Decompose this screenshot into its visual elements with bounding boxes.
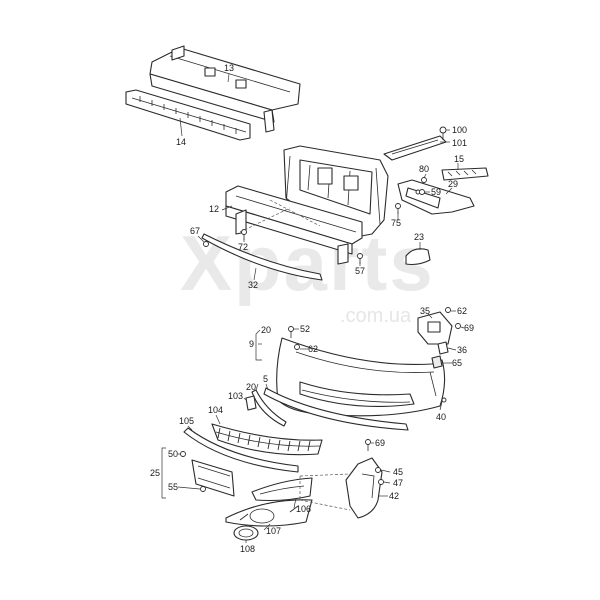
- part-45-screw: [375, 467, 381, 473]
- part-47-screw: [378, 479, 384, 485]
- callout-101: 101: [452, 138, 467, 148]
- callout-42: 42: [389, 491, 399, 501]
- callout-59: 59: [431, 187, 441, 197]
- callout-29: 29: [448, 179, 458, 189]
- callout-100: 100: [452, 125, 467, 135]
- part-59-screw: [419, 189, 425, 195]
- callout-75: 75: [391, 218, 401, 228]
- callout-20-lower: 20: [246, 382, 256, 392]
- callout-62-right: 62: [457, 306, 467, 316]
- callout-105: 105: [179, 416, 194, 426]
- part-57-screw: [357, 253, 363, 264]
- callout-69-upper: 69: [464, 323, 474, 333]
- part-52-screw: [288, 326, 294, 338]
- part-72-screw: [241, 229, 247, 240]
- callout-47: 47: [393, 478, 403, 488]
- part-42-side-bracket: [345, 457, 383, 519]
- callout-57: 57: [355, 266, 365, 276]
- leader-lines: [161, 73, 465, 543]
- part-101-bracket: [383, 135, 447, 161]
- part-20-trim-strip: [251, 389, 287, 427]
- callout-5: 5: [263, 374, 268, 384]
- callout-72: 72: [238, 242, 248, 252]
- callout-69-lower: 69: [375, 438, 385, 448]
- part-25-license-plate-bracket: [191, 459, 235, 497]
- callout-65: 65: [452, 358, 462, 368]
- part-50-screw: [180, 451, 186, 457]
- part-80-clip: [421, 177, 427, 183]
- part-105-molding: [183, 427, 299, 473]
- part-106-fog-lamp-cover: [251, 477, 313, 502]
- callout-50: 50: [168, 449, 178, 459]
- callout-67: 67: [190, 226, 200, 236]
- callout-106: 106: [296, 504, 311, 514]
- callout-62-left: 62: [308, 344, 318, 354]
- part-36-clip: [437, 341, 449, 355]
- callout-36: 36: [457, 345, 467, 355]
- callout-104: 104: [208, 405, 223, 415]
- part-23-cap: [405, 248, 431, 266]
- part-35-side-guide: [417, 311, 453, 345]
- part-14-energy-absorber: [125, 89, 251, 141]
- callout-15: 15: [454, 154, 464, 164]
- callout-35: 35: [420, 306, 430, 316]
- callout-12: 12: [209, 204, 219, 214]
- part-65-clip: [431, 355, 443, 369]
- part-12-radiator-support: [225, 145, 389, 265]
- callout-80: 80: [419, 164, 429, 174]
- callout-25: 25: [150, 468, 160, 478]
- callout-9: 9: [249, 339, 254, 349]
- part-108-fog-lamp: [233, 525, 259, 541]
- part-15-guide-bracket: [441, 167, 489, 181]
- part-103-clip: [245, 395, 257, 411]
- part-69-screw-lower: [365, 439, 371, 451]
- callout-40: 40: [436, 412, 446, 422]
- part-55-screw: [200, 486, 206, 492]
- callout-107: 107: [266, 526, 281, 536]
- callout-108: 108: [240, 544, 255, 554]
- part-107-fog-lamp-trim: [225, 499, 313, 527]
- callout-13: 13: [224, 63, 234, 73]
- part-29-side-bracket: [397, 179, 475, 215]
- part-67-screw: [203, 241, 209, 247]
- part-69-screw-upper: [455, 323, 461, 329]
- part-62-screw-right: [445, 307, 451, 313]
- callout-103: 103: [228, 391, 243, 401]
- callout-32: 32: [248, 280, 258, 290]
- callout-55: 55: [168, 482, 178, 492]
- part-62-screw-left: [294, 344, 300, 350]
- part-104-lower-grille: [211, 423, 323, 456]
- part-5-lower-spoiler: [263, 387, 409, 431]
- callout-14: 14: [176, 137, 186, 147]
- part-13-upper-bumper-bar: [149, 45, 301, 133]
- callout-52: 52: [300, 324, 310, 334]
- callout-20-upper: 20: [261, 325, 271, 335]
- watermark-domain: .com.ua: [340, 305, 412, 327]
- part-32-lower-strip: [201, 233, 323, 281]
- callout-23: 23: [414, 232, 424, 242]
- callout-45: 45: [393, 467, 403, 477]
